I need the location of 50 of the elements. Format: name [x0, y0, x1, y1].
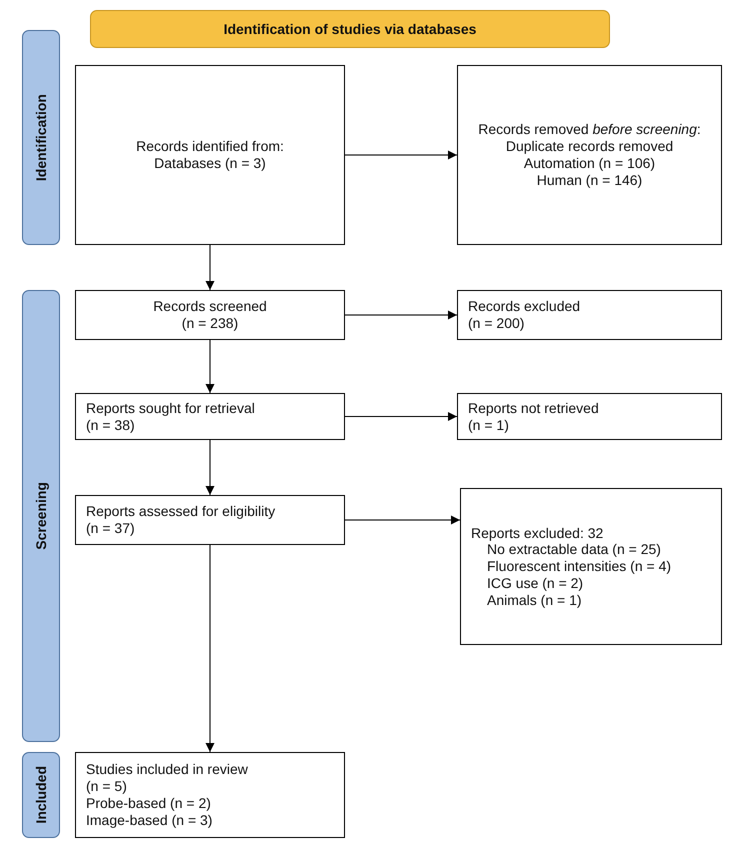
phase-band — [22, 30, 60, 245]
process-box — [75, 65, 345, 245]
box-text: Records identified from: — [135, 138, 285, 155]
arrow — [344, 310, 458, 320]
box-text: Databases (n = 3) — [153, 155, 267, 172]
process-box — [75, 752, 345, 838]
box-text: Animals (n = 1) — [486, 592, 583, 608]
box-text: Image-based (n = 3) — [86, 812, 214, 829]
box-text: Studies included in review — [86, 761, 249, 778]
box-text: Fluorescent intensities (n = 4) — [486, 558, 672, 575]
process-box — [75, 495, 345, 545]
box-text: (n = 200) — [468, 315, 526, 332]
phase-label: Identification — [33, 94, 49, 182]
box-text: ICG use (n = 2) — [486, 574, 584, 592]
arrow — [206, 340, 214, 394]
arrow — [344, 412, 458, 421]
process-box — [457, 393, 722, 440]
arrow — [206, 544, 214, 752]
process-box — [457, 65, 722, 245]
phase-band — [22, 290, 60, 742]
process-box — [75, 290, 345, 340]
box-text: (n = 238) — [180, 315, 240, 332]
box-text: Automation (n = 106) — [522, 155, 656, 172]
box-text: (n = 5) — [86, 778, 128, 795]
box-text: Records screened — [152, 298, 268, 315]
box-text: Records removed before screening: — [477, 121, 702, 138]
process-box — [457, 290, 722, 340]
process-box — [460, 488, 722, 645]
banner-title: Identification of studies via databases — [224, 21, 476, 37]
arrow — [344, 150, 458, 160]
box-text: (n = 38) — [86, 416, 136, 434]
phase-band — [22, 752, 60, 838]
box-text: Reports not retrieved — [468, 400, 600, 416]
header-banner — [90, 10, 610, 48]
arrow — [206, 440, 214, 496]
arrow — [206, 244, 214, 290]
box-text: Reports assessed for eligibility — [86, 503, 276, 520]
box-text: Reports excluded: 32 — [471, 524, 604, 542]
arrow — [344, 516, 460, 524]
phase-label: Included — [33, 766, 49, 824]
box-text: No extractable data (n = 25) — [486, 541, 662, 558]
box-text: (n = 37) — [86, 520, 136, 537]
box-text: Reports sought for retrieval — [86, 400, 256, 416]
process-box — [75, 393, 345, 440]
box-text: Duplicate records removed — [504, 138, 674, 155]
box-text: Human (n = 146) — [536, 172, 644, 189]
phase-label: Screening — [33, 482, 49, 550]
box-text: (n = 1) — [468, 416, 510, 434]
box-text: Probe-based (n = 2) — [86, 795, 212, 812]
box-text: Records excluded — [468, 298, 582, 315]
